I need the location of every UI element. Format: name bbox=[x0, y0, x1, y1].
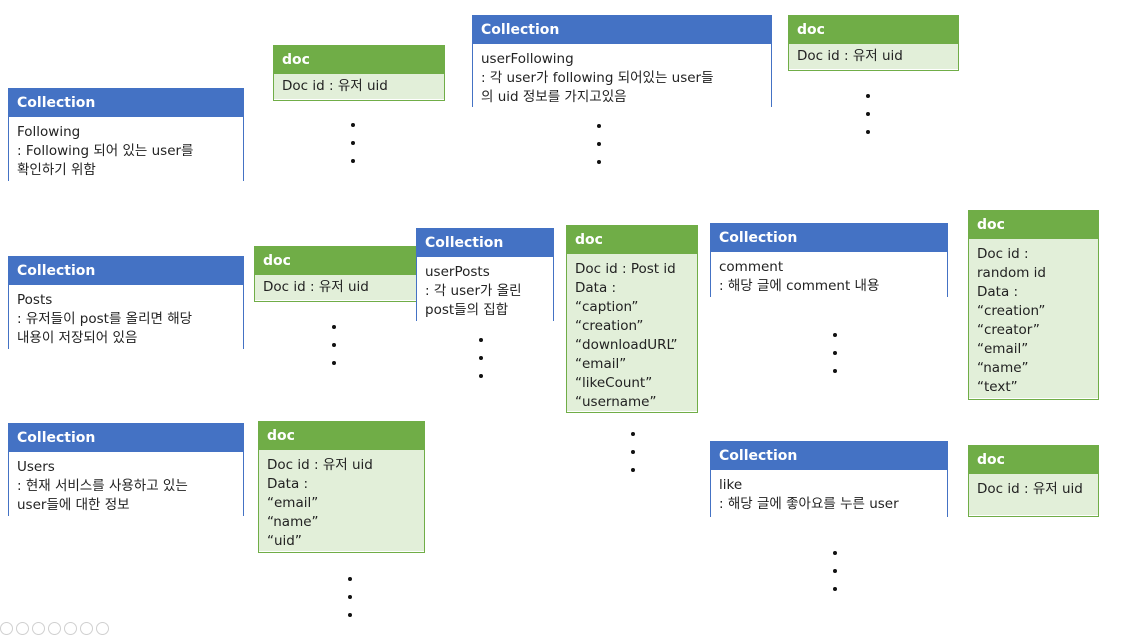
collection-posts: Collection Posts : 유저들이 post를 올리면 해당 내용이… bbox=[8, 256, 244, 354]
doc-header: doc bbox=[969, 446, 1098, 474]
collection-like: Collection like : 해당 글에 좋아요를 누른 user bbox=[710, 441, 948, 520]
doc-like: doc Doc id : 유저 uid bbox=[968, 445, 1099, 517]
doc-header: doc bbox=[259, 422, 424, 450]
doc-description: Doc id : 유저 uid Data : “email” “name” “u… bbox=[259, 450, 424, 551]
collection-header: Collection bbox=[711, 442, 947, 470]
doc-header: doc bbox=[969, 211, 1098, 239]
doc-description: Doc id : 유저 uid bbox=[789, 44, 958, 69]
doc-description: Doc id : random id Data : “creation” “cr… bbox=[969, 239, 1098, 398]
doc-header: doc bbox=[789, 16, 958, 44]
collection-description: Users : 현재 서비스를 사용하고 있는 user들에 대한 정보 bbox=[9, 452, 243, 521]
doc-description: Doc id : Post id Data : “caption” “creat… bbox=[567, 254, 697, 411]
collection-header: Collection bbox=[9, 424, 243, 452]
ellipsis-dots bbox=[477, 338, 485, 392]
collection-header: Collection bbox=[9, 89, 243, 117]
doc-userfollowing: doc Doc id : 유저 uid bbox=[788, 15, 959, 71]
ellipsis-dots bbox=[629, 432, 637, 486]
collection-description: userPosts : 각 user가 올린 post들의 집합 bbox=[417, 257, 553, 326]
ellipsis-dots bbox=[330, 325, 338, 379]
collection-following: Collection Following : Following 되어 있는 u… bbox=[8, 88, 244, 186]
collection-header: Collection bbox=[711, 224, 947, 252]
collection-description: comment : 해당 글에 comment 내용 bbox=[711, 252, 947, 302]
doc-comment: doc Doc id : random id Data : “creation”… bbox=[968, 210, 1099, 400]
control-icon[interactable] bbox=[48, 622, 61, 635]
control-icon[interactable] bbox=[96, 622, 109, 635]
doc-header: doc bbox=[567, 226, 697, 254]
doc-following: doc Doc id : 유저 uid bbox=[273, 45, 445, 101]
presentation-controls[interactable] bbox=[0, 620, 112, 635]
ellipsis-dots bbox=[831, 551, 839, 605]
doc-description: Doc id : 유저 uid bbox=[969, 474, 1098, 515]
ellipsis-dots bbox=[349, 123, 357, 177]
collection-header: Collection bbox=[473, 16, 771, 44]
control-icon[interactable] bbox=[32, 622, 45, 635]
collection-description: userFollowing : 각 user가 following 되어있는 u… bbox=[473, 44, 771, 113]
collection-userfollowing: Collection userFollowing : 각 user가 follo… bbox=[472, 15, 772, 113]
doc-header: doc bbox=[255, 247, 424, 275]
doc-description: Doc id : 유저 uid bbox=[255, 275, 424, 300]
collection-users: Collection Users : 현재 서비스를 사용하고 있는 user들… bbox=[8, 423, 244, 521]
doc-posts: doc Doc id : 유저 uid bbox=[254, 246, 425, 302]
collection-header: Collection bbox=[417, 229, 553, 257]
doc-description: Doc id : 유저 uid bbox=[274, 74, 444, 99]
ellipsis-dots bbox=[864, 94, 872, 148]
collection-comment: Collection comment : 해당 글에 comment 내용 bbox=[710, 223, 948, 302]
control-icon[interactable] bbox=[64, 622, 77, 635]
collection-userposts: Collection userPosts : 각 user가 올린 post들의… bbox=[416, 228, 554, 326]
collection-header: Collection bbox=[9, 257, 243, 285]
collection-description: Following : Following 되어 있는 user를 확인하기 위… bbox=[9, 117, 243, 186]
control-icon[interactable] bbox=[0, 622, 13, 635]
ellipsis-dots bbox=[346, 577, 354, 631]
collection-description: Posts : 유저들이 post를 올리면 해당 내용이 저장되어 있음 bbox=[9, 285, 243, 354]
ellipsis-dots bbox=[595, 124, 603, 178]
doc-users: doc Doc id : 유저 uid Data : “email” “name… bbox=[258, 421, 425, 553]
doc-post: doc Doc id : Post id Data : “caption” “c… bbox=[566, 225, 698, 413]
collection-description: like : 해당 글에 좋아요를 누른 user bbox=[711, 470, 947, 520]
ellipsis-dots bbox=[831, 333, 839, 387]
control-icon[interactable] bbox=[16, 622, 29, 635]
control-icon[interactable] bbox=[80, 622, 93, 635]
doc-header: doc bbox=[274, 46, 444, 74]
